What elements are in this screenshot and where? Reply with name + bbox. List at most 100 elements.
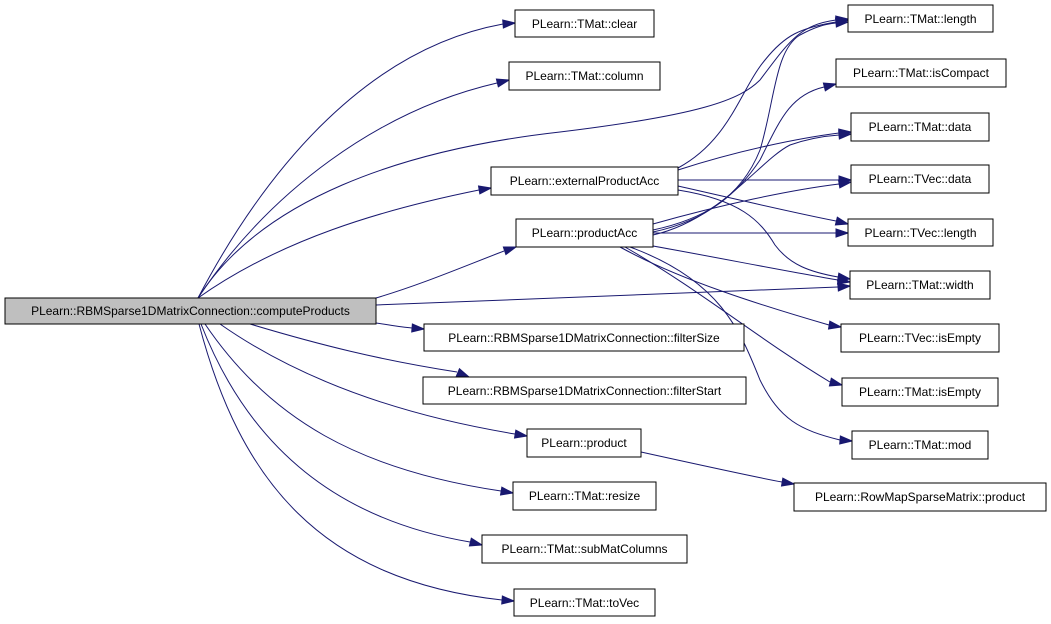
- edge-line: [677, 185, 837, 222]
- edge-line: [197, 189, 480, 299]
- edge-line: [652, 86, 825, 233]
- edge-arrowhead: [468, 537, 484, 547]
- edge-root-to-tmat_clear: [197, 19, 517, 299]
- edge-arrowhead: [828, 377, 844, 387]
- edge-product_acc-to-tmat_mod: [629, 246, 854, 445]
- edge-line: [375, 322, 413, 329]
- node-product-acc[interactable]: PLearn::productAcc: [515, 218, 654, 248]
- node-product-acc-label: PLearn::productAcc: [532, 226, 637, 240]
- edge-root-to-product: [219, 323, 529, 439]
- edge-arrowhead: [501, 595, 516, 605]
- edge-line: [652, 183, 840, 225]
- edge-arrowhead: [827, 320, 843, 330]
- node-tmat-clear-label: PLearn::TMat::clear: [532, 17, 637, 31]
- node-root[interactable]: PLearn::RBMSparse1DMatrixConnection::com…: [4, 297, 377, 325]
- edge-arrowhead: [822, 82, 838, 92]
- edge-root-to-tmat_length: [197, 15, 850, 299]
- edge-arrowhead: [411, 323, 426, 333]
- edge-external_product_acc-to-tvec_data: [678, 175, 853, 185]
- node-rowmap-product[interactable]: PLearn::RowMapSparseMatrix::product: [793, 482, 1047, 512]
- node-tmat-length[interactable]: PLearn::TMat::length: [847, 4, 994, 33]
- edge-line: [375, 286, 839, 306]
- node-tmat-width[interactable]: PLearn::TMat::width: [849, 270, 991, 300]
- node-product[interactable]: PLearn::product: [526, 428, 642, 458]
- node-tmat-length-label: PLearn::TMat::length: [864, 12, 976, 26]
- node-filter-start-label: PLearn::RBMSparse1DMatrixConnection::fil…: [448, 384, 722, 398]
- edge-root-to-tmat_tovec: [198, 323, 516, 605]
- node-tmat-clear[interactable]: PLearn::TMat::clear: [514, 9, 655, 38]
- edge-arrowhead: [837, 282, 852, 292]
- edge-line: [249, 323, 458, 373]
- edge-product_acc-to-tvec_data: [652, 179, 853, 225]
- node-tmat-submatcolumns-label: PLearn::TMat::subMatColumns: [501, 542, 667, 556]
- node-root-label: PLearn::RBMSparse1DMatrixConnection::com…: [31, 304, 350, 318]
- node-tmat-isempty-label: PLearn::TMat::isEmpty: [859, 385, 981, 399]
- edge-arrowhead: [455, 367, 471, 378]
- edge-arrowhead: [477, 185, 493, 195]
- node-tmat-resize-label: PLearn::TMat::resize: [529, 489, 641, 503]
- node-filter-size[interactable]: PLearn::RBMSparse1DMatrixConnection::fil…: [423, 323, 745, 352]
- node-tvec-length[interactable]: PLearn::TVec::length: [847, 218, 994, 247]
- edge-product_acc-to-tmat_isempty: [624, 246, 844, 387]
- edge-product-to-rowmap_product: [640, 451, 796, 487]
- node-tmat-data[interactable]: PLearn::TMat::data: [850, 112, 990, 142]
- node-tmat-iscompact-label: PLearn::TMat::isCompact: [853, 66, 990, 80]
- node-external-product-acc-label: PLearn::externalProductAcc: [510, 174, 659, 188]
- edge-arrowhead: [513, 429, 529, 439]
- node-tvec-isempty[interactable]: PLearn::TVec::isEmpty: [840, 323, 1000, 353]
- edge-product_acc-to-tmat_iscompact: [652, 82, 838, 233]
- edge-line: [640, 451, 783, 483]
- node-tmat-isempty[interactable]: PLearn::TMat::isEmpty: [841, 377, 999, 407]
- edge-arrowhead: [839, 435, 854, 445]
- edge-line: [619, 246, 830, 326]
- node-tmat-mod[interactable]: PLearn::TMat::mod: [851, 430, 989, 460]
- edge-line: [197, 23, 504, 299]
- node-tvec-data[interactable]: PLearn::TVec::data: [850, 164, 990, 194]
- node-tmat-column[interactable]: PLearn::TMat::column: [508, 61, 661, 91]
- node-rowmap-product-label: PLearn::RowMapSparseMatrix::product: [815, 490, 1026, 504]
- edge-arrowhead: [499, 486, 515, 496]
- edge-line: [219, 323, 516, 435]
- node-filter-size-label: PLearn::RBMSparse1DMatrixConnection::fil…: [448, 331, 720, 345]
- edge-line: [629, 246, 841, 441]
- edge-arrowhead: [836, 275, 852, 285]
- edge-arrowhead: [502, 246, 518, 256]
- edge-arrowhead: [502, 19, 517, 29]
- edge-line: [677, 21, 837, 169]
- node-product-label: PLearn::product: [541, 436, 627, 450]
- edge-arrowhead: [835, 228, 850, 238]
- edge-root-to-tmat_submatcolumns: [200, 323, 484, 547]
- node-tmat-tovec[interactable]: PLearn::TMat::toVec: [513, 588, 656, 617]
- edge-line: [204, 323, 502, 492]
- edge-line: [197, 19, 837, 299]
- edge-line: [624, 246, 831, 383]
- edge-line: [652, 245, 839, 281]
- node-tmat-mod-label: PLearn::TMat::mod: [869, 438, 972, 452]
- node-tmat-tovec-label: PLearn::TMat::toVec: [530, 596, 639, 610]
- node-tmat-resize[interactable]: PLearn::TMat::resize: [512, 481, 657, 511]
- node-tvec-isempty-label: PLearn::TVec::isEmpty: [859, 331, 981, 345]
- node-tmat-iscompact[interactable]: PLearn::TMat::isCompact: [835, 58, 1007, 88]
- node-external-product-acc[interactable]: PLearn::externalProductAcc: [490, 166, 679, 196]
- edge-line: [677, 189, 839, 278]
- node-tmat-submatcolumns[interactable]: PLearn::TMat::subMatColumns: [481, 534, 688, 564]
- node-tmat-width-label: PLearn::TMat::width: [866, 278, 973, 292]
- node-tvec-data-label: PLearn::TVec::data: [869, 172, 972, 186]
- edge-external_product_acc-to-tmat_width: [677, 189, 852, 282]
- edge-arrowhead: [780, 477, 796, 487]
- edge-arrowhead: [838, 130, 853, 140]
- edge-root-to-filter_size: [375, 322, 426, 333]
- edge-line: [200, 323, 471, 543]
- edge-product_acc-to-tvec_isempty: [619, 246, 843, 330]
- edge-arrowhead: [834, 216, 850, 226]
- edge-arrowhead: [835, 18, 850, 28]
- edge-line: [652, 22, 837, 231]
- edge-external_product_acc-to-tvec_length: [677, 185, 850, 226]
- edge-product_acc-to-tmat_data: [652, 130, 853, 236]
- edge-arrowhead: [495, 78, 511, 88]
- edge-product_acc-to-tmat_width: [652, 245, 852, 285]
- node-filter-start[interactable]: PLearn::RBMSparse1DMatrixConnection::fil…: [422, 376, 747, 405]
- edge-line: [652, 134, 840, 236]
- edge-line: [198, 323, 503, 601]
